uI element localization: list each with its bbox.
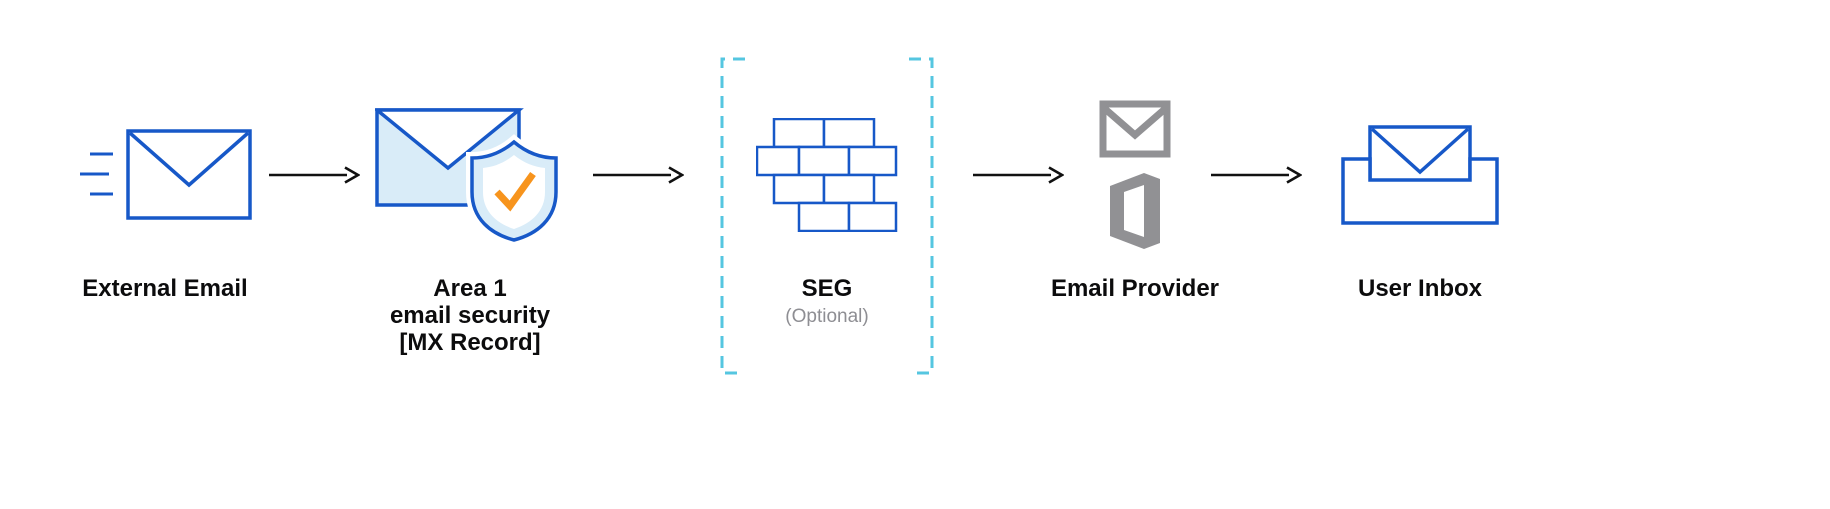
inbox-envelope-icon [1341, 125, 1499, 225]
envelope-shield-check-icon [375, 108, 562, 242]
node-seg: SEG (Optional) [712, 57, 942, 375]
area1-label: Area 1 email security [MX Record] [390, 275, 550, 356]
area1-label-line1: Area 1 [433, 275, 507, 302]
user-inbox-icon-area [1340, 95, 1500, 255]
dashed-bracket-frame [720, 57, 934, 375]
seg-icon-area [756, 95, 898, 255]
office-icon [1110, 173, 1160, 249]
email-provider-icons [1099, 100, 1171, 250]
email-provider-icon-area [1099, 95, 1171, 255]
seg-sublabel: (Optional) [785, 306, 869, 327]
node-external-email: External Email [40, 95, 290, 302]
external-email-label: External Email [82, 275, 248, 302]
user-inbox-label: User Inbox [1357, 275, 1483, 302]
right-arrow-icon [593, 166, 684, 184]
firewall-bricks-icon [756, 118, 898, 232]
right-arrow-icon [1211, 166, 1302, 184]
email-provider-label: Email Provider [1050, 275, 1220, 302]
area1-label-line3: [MX Record] [399, 329, 541, 356]
area1-label-line2: email security [389, 302, 551, 329]
node-area1-email-security: Area 1 email security [MX Record] [360, 95, 580, 356]
node-user-inbox: User Inbox [1310, 95, 1530, 302]
node-email-provider: Email Provider [1035, 95, 1235, 302]
right-arrow-icon [973, 166, 1064, 184]
seg-label: SEG [801, 275, 853, 302]
incoming-envelope-icon [79, 129, 252, 220]
gmail-envelope-icon [1099, 100, 1171, 158]
external-email-icon-area [78, 95, 253, 255]
right-arrow-icon [269, 166, 360, 184]
area1-icon-area [375, 95, 565, 255]
